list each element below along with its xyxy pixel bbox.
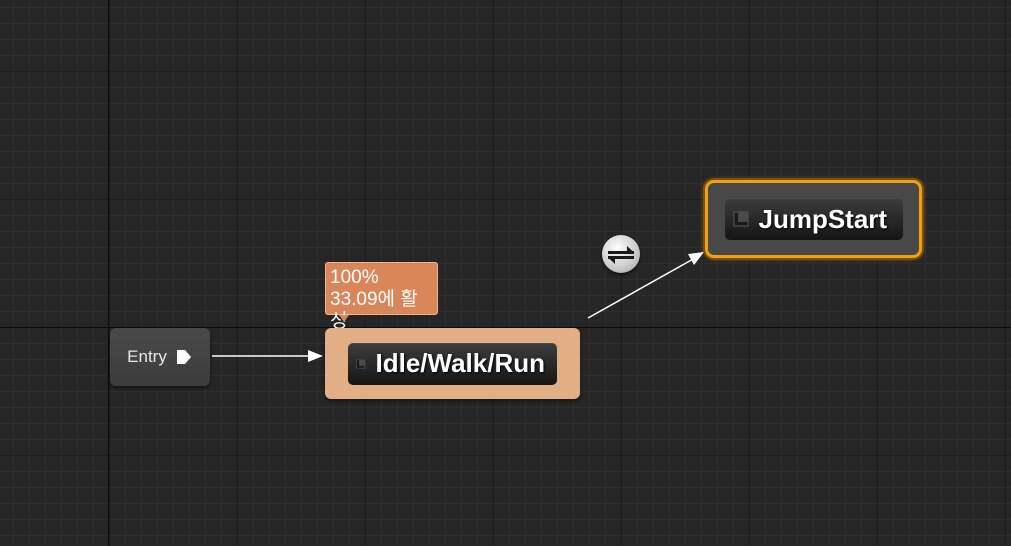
- state-label-idle-walk-run: Idle/Walk/Run: [375, 348, 546, 378]
- bidirectional-arrows-icon: [608, 246, 634, 264]
- state-icon: [733, 211, 748, 227]
- transition-wire-arrowhead: [688, 252, 704, 265]
- active-state-tooltip: 100% 33.09에 활성: [325, 262, 438, 332]
- transition-rule-icon[interactable]: [602, 235, 640, 273]
- state-node-idle-walk-run[interactable]: Idle/Walk/Run: [325, 328, 580, 399]
- entry-label: Entry: [127, 347, 167, 366]
- grid-origin-vertical: [108, 0, 109, 546]
- entry-node[interactable]: Entry: [110, 328, 210, 386]
- exec-pin-icon[interactable]: [175, 348, 193, 366]
- state-node-body: Idle/Walk/Run: [348, 342, 557, 385]
- grid-origin-horizontal: [0, 327, 1011, 328]
- state-node-jumpstart[interactable]: JumpStart: [705, 180, 922, 258]
- state-label-jumpstart: JumpStart: [758, 203, 888, 234]
- tooltip-active-time: 33.09에 활성: [330, 289, 418, 332]
- tooltip-pointer: [339, 315, 349, 322]
- transition-wire: [587, 257, 696, 319]
- entry-wire-arrowhead: [308, 350, 323, 362]
- state-icon: [356, 359, 366, 368]
- state-node-body: JumpStart: [724, 198, 903, 240]
- tooltip-weight: 100%: [330, 267, 379, 288]
